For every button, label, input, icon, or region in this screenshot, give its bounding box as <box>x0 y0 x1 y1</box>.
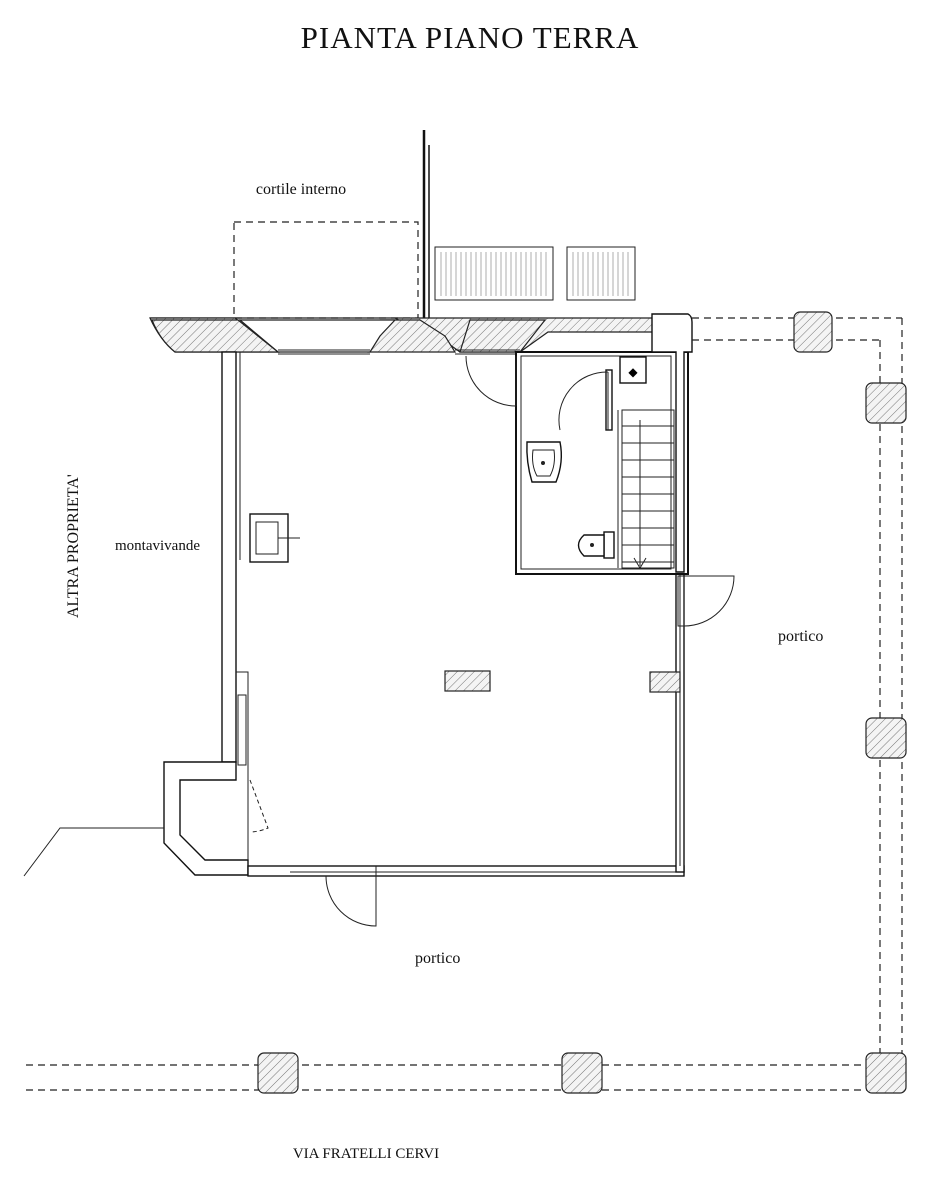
portico-column <box>561 1052 603 1094</box>
courtyard-outline <box>233 221 419 319</box>
label-portico-bottom: portico <box>415 950 460 967</box>
label-altra-proprieta: ALTRA PROPRIETA' <box>65 474 82 618</box>
staircase <box>621 409 675 569</box>
ne-wall <box>651 313 693 573</box>
shaft-box <box>619 356 647 384</box>
bathroom-inner <box>520 355 672 570</box>
plan-title: PIANTA PIANO TERRA <box>301 20 640 55</box>
property-boundary <box>23 827 164 877</box>
annex-window <box>237 694 247 766</box>
dumbwaiter <box>249 513 300 563</box>
portico-street-outline <box>26 1064 902 1091</box>
south-wall <box>247 865 685 877</box>
toilet <box>577 531 615 559</box>
portico-column <box>865 1052 907 1094</box>
north-wall-piece <box>151 319 280 353</box>
label-street: VIA FRATELLI CERVI <box>293 1146 439 1162</box>
vent-grille <box>566 246 636 301</box>
entry-door-arc <box>465 355 517 407</box>
bathroom-door <box>558 371 609 431</box>
stair-direction-arrow <box>633 420 647 569</box>
vent-grille <box>434 246 554 301</box>
east-door <box>683 575 735 627</box>
bathroom-partition <box>605 369 613 431</box>
portico-column <box>865 717 907 759</box>
south-door <box>325 875 377 927</box>
label-montavivande: montavivande <box>115 538 200 554</box>
portico-column <box>865 382 907 424</box>
label-portico-right: portico <box>778 628 823 645</box>
annex-door <box>249 779 269 833</box>
corner-annex <box>163 761 249 876</box>
east-pier <box>649 671 681 693</box>
annex-inner <box>236 671 249 860</box>
portico-column <box>793 311 833 353</box>
shaft-symbol: ◆ <box>628 365 638 379</box>
central-column <box>444 670 491 692</box>
sink <box>526 441 563 483</box>
portico-right-outline <box>692 317 903 1090</box>
label-cortile-interno: cortile interno <box>256 181 346 198</box>
portico-column <box>257 1052 299 1094</box>
west-wall <box>221 351 237 763</box>
pier <box>459 319 547 353</box>
